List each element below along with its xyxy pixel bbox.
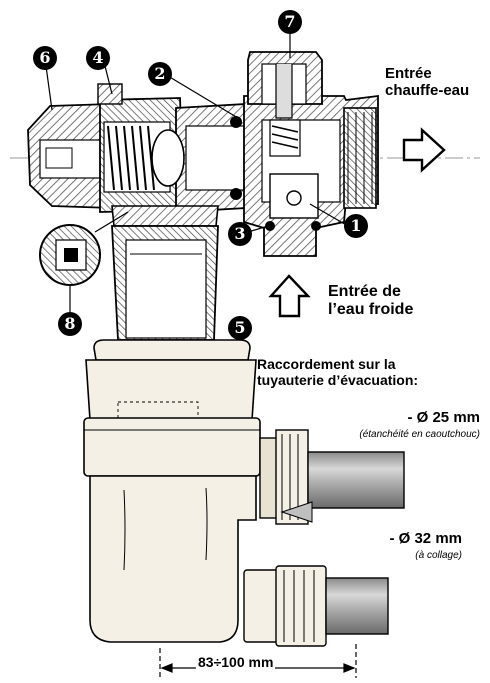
connection-label: Raccordement sur la tuyauterie d’évacuat…	[257, 356, 419, 388]
callout-2: 2	[148, 62, 172, 86]
heater-inlet-label: Entrée chauffe-eau	[385, 65, 470, 100]
connection-label-line1: Raccordement sur la	[257, 356, 396, 372]
heater-inlet-arrow-icon	[402, 127, 446, 173]
callout-6: 6	[33, 46, 57, 70]
cold-water-label: Entrée de l’eau froide	[328, 283, 413, 319]
heater-inlet-label-line2: chauffe-eau	[385, 81, 470, 99]
dimension-label: 83÷100 mm	[196, 654, 276, 671]
pipe-25mm	[307, 451, 405, 509]
connection-label-line2: tuyauterie d’évacuation:	[257, 371, 419, 388]
pipe-32-note: (à collage)	[415, 550, 462, 561]
callout-4: 4	[86, 46, 110, 70]
callout-3: 3	[228, 222, 252, 246]
callout-5: 5	[228, 316, 252, 340]
pipe-25-note: (étanchéité en caoutchouc)	[359, 429, 480, 440]
pipe-32-label: - Ø 32 mm	[389, 530, 462, 547]
detail-inset	[39, 211, 129, 312]
pipe-25-label: - Ø 25 mm	[407, 409, 480, 426]
callout-7: 7	[278, 10, 302, 34]
cold-water-arrow-icon	[268, 274, 311, 318]
siphon-body	[83, 339, 327, 647]
callout-1: 1	[344, 214, 368, 238]
valve-body	[27, 51, 379, 341]
cold-water-label-line1: Entrée de	[328, 283, 401, 300]
pipe-32mm	[325, 577, 389, 635]
callout-8: 8	[58, 312, 82, 336]
cold-water-label-line2: l’eau froide	[328, 300, 414, 318]
heater-inlet-label-line1: Entrée	[385, 65, 432, 82]
